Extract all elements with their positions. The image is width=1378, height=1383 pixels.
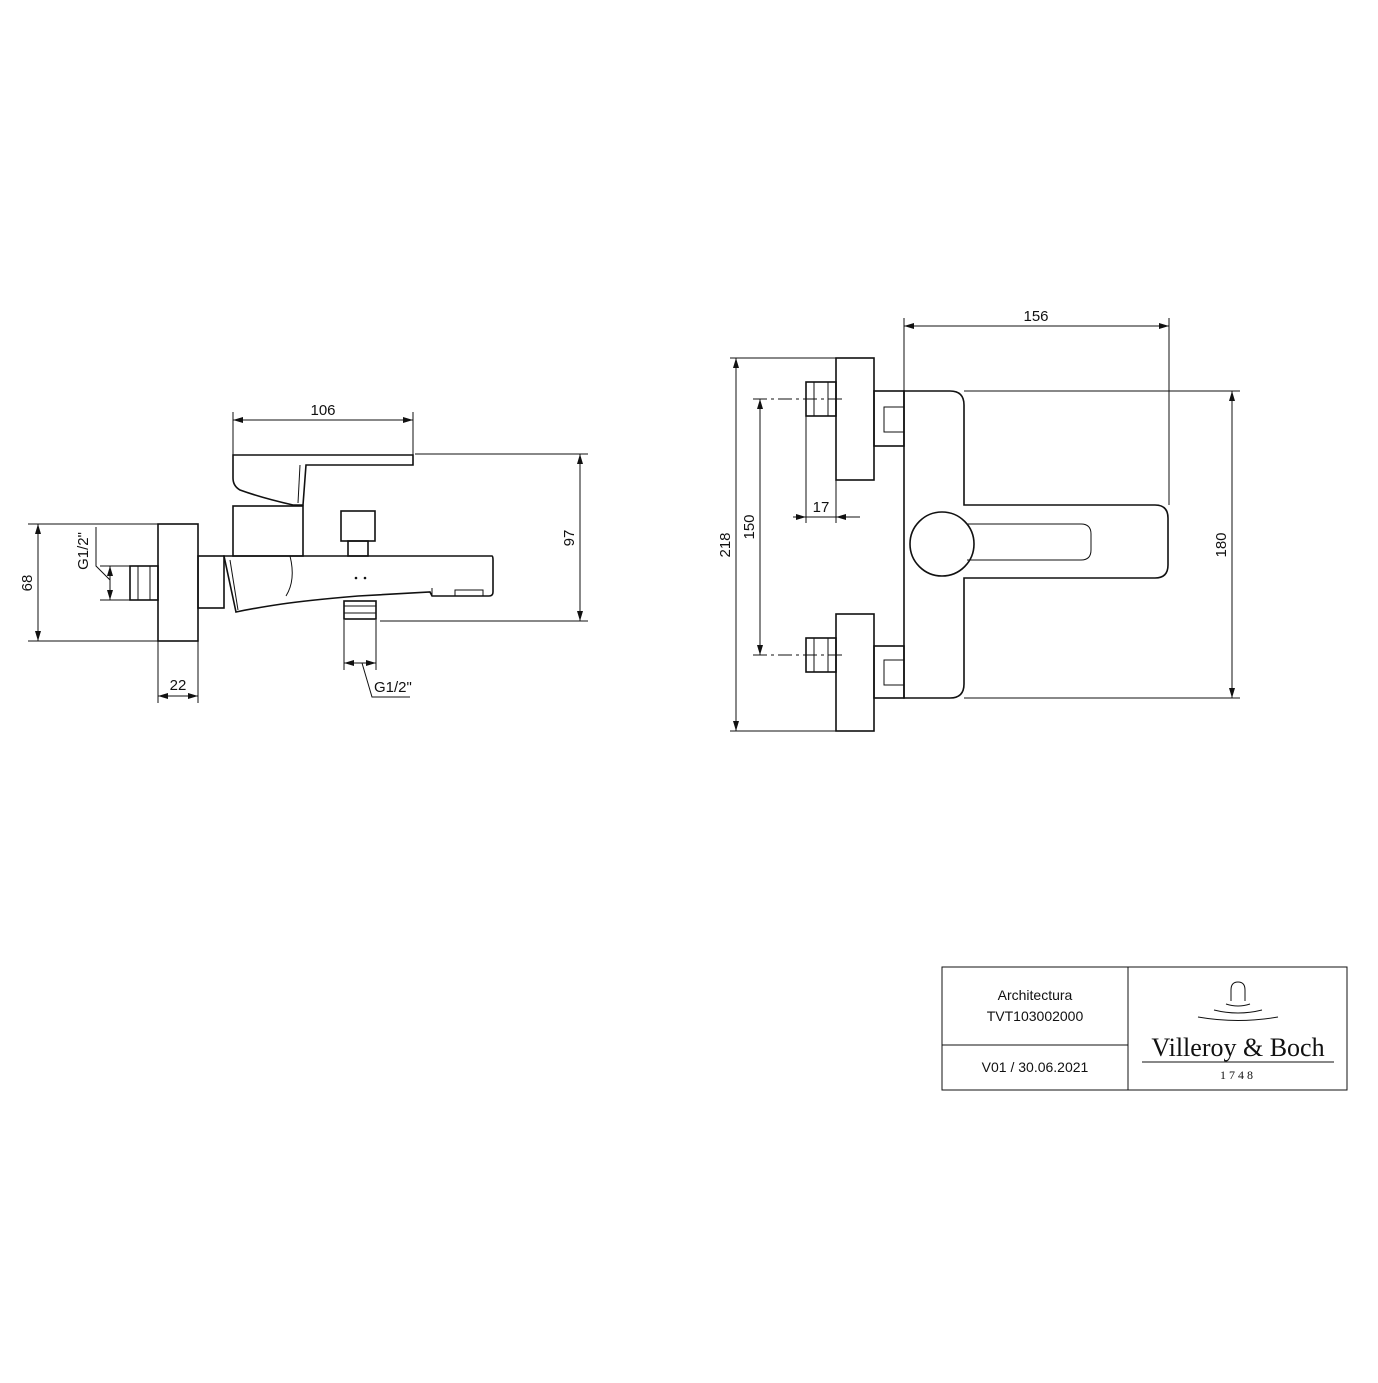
marking-dot [354, 576, 358, 580]
inlet-thread-label: G1/2" [75, 532, 92, 570]
lower-eccentric-nut [883, 659, 905, 686]
mixer-body-spout [223, 555, 494, 613]
dimension-22: 22 [157, 641, 199, 703]
brand-year: 1748 [1220, 1068, 1256, 1082]
mixer-body-front [903, 390, 1169, 699]
title-block: Architectura TVT103002000 V01 / 30.06.20… [941, 966, 1348, 1091]
product-name: Architectura [998, 987, 1073, 1003]
upper-eccentric [873, 390, 905, 447]
dim-label-106: 106 [310, 402, 335, 419]
brand-name: Villeroy & Boch [1151, 1033, 1324, 1062]
outlet-thread-label: G1/2" [374, 679, 412, 696]
lever-round-base [909, 511, 975, 577]
dimension-97: 97 [380, 453, 588, 622]
outlet-thread-callout: G1/2" [343, 620, 412, 698]
dimension-218: 218 [717, 357, 836, 732]
dim-label-97: 97 [561, 530, 578, 547]
dim-label-218: 218 [717, 532, 734, 557]
handle-edge [297, 464, 301, 504]
dim-label-180: 180 [1213, 532, 1230, 557]
dim-label-17: 17 [813, 499, 830, 516]
version-date: V01 / 30.06.2021 [982, 1059, 1089, 1075]
body-edge [229, 559, 239, 611]
dimension-180: 180 [964, 390, 1240, 699]
front-view: 156 218 150 17 180 [717, 308, 1240, 732]
lever-handle [232, 454, 414, 506]
lower-wall-flange [835, 613, 875, 732]
dimension-17: 17 [793, 416, 860, 523]
dimension-68: 68 [19, 523, 158, 642]
upper-eccentric-nut [883, 406, 905, 433]
dim-label-22: 22 [170, 677, 187, 694]
dim-label-68: 68 [19, 575, 36, 592]
side-view: 106 97 68 G1/2" 22 [19, 402, 588, 703]
lower-eccentric [873, 645, 905, 699]
dimension-106: 106 [232, 402, 414, 455]
marking-dot [363, 576, 367, 580]
outlet-connector [343, 600, 377, 620]
title-block-frame [941, 966, 1348, 1091]
inlet-connector [129, 565, 159, 601]
eccentric-fitting [197, 555, 225, 609]
cartridge-housing [232, 505, 304, 557]
article-number: TVT103002000 [987, 1008, 1084, 1024]
inlet-thread-callout: G1/2" [75, 527, 130, 601]
dimension-156: 156 [903, 308, 1170, 505]
upper-wall-flange [835, 357, 875, 481]
fountain-icon [1197, 981, 1279, 1021]
dim-label-150: 150 [741, 514, 758, 539]
brand-logo: Villeroy & Boch 1748 [1142, 981, 1334, 1082]
spout-aerator [431, 588, 484, 597]
dim-label-156: 156 [1023, 308, 1048, 325]
dimension-150: 150 [741, 398, 846, 656]
body-contour [285, 555, 293, 597]
diverter-knob [340, 510, 376, 557]
lever-contour [967, 523, 1092, 561]
wall-flange [157, 523, 199, 642]
